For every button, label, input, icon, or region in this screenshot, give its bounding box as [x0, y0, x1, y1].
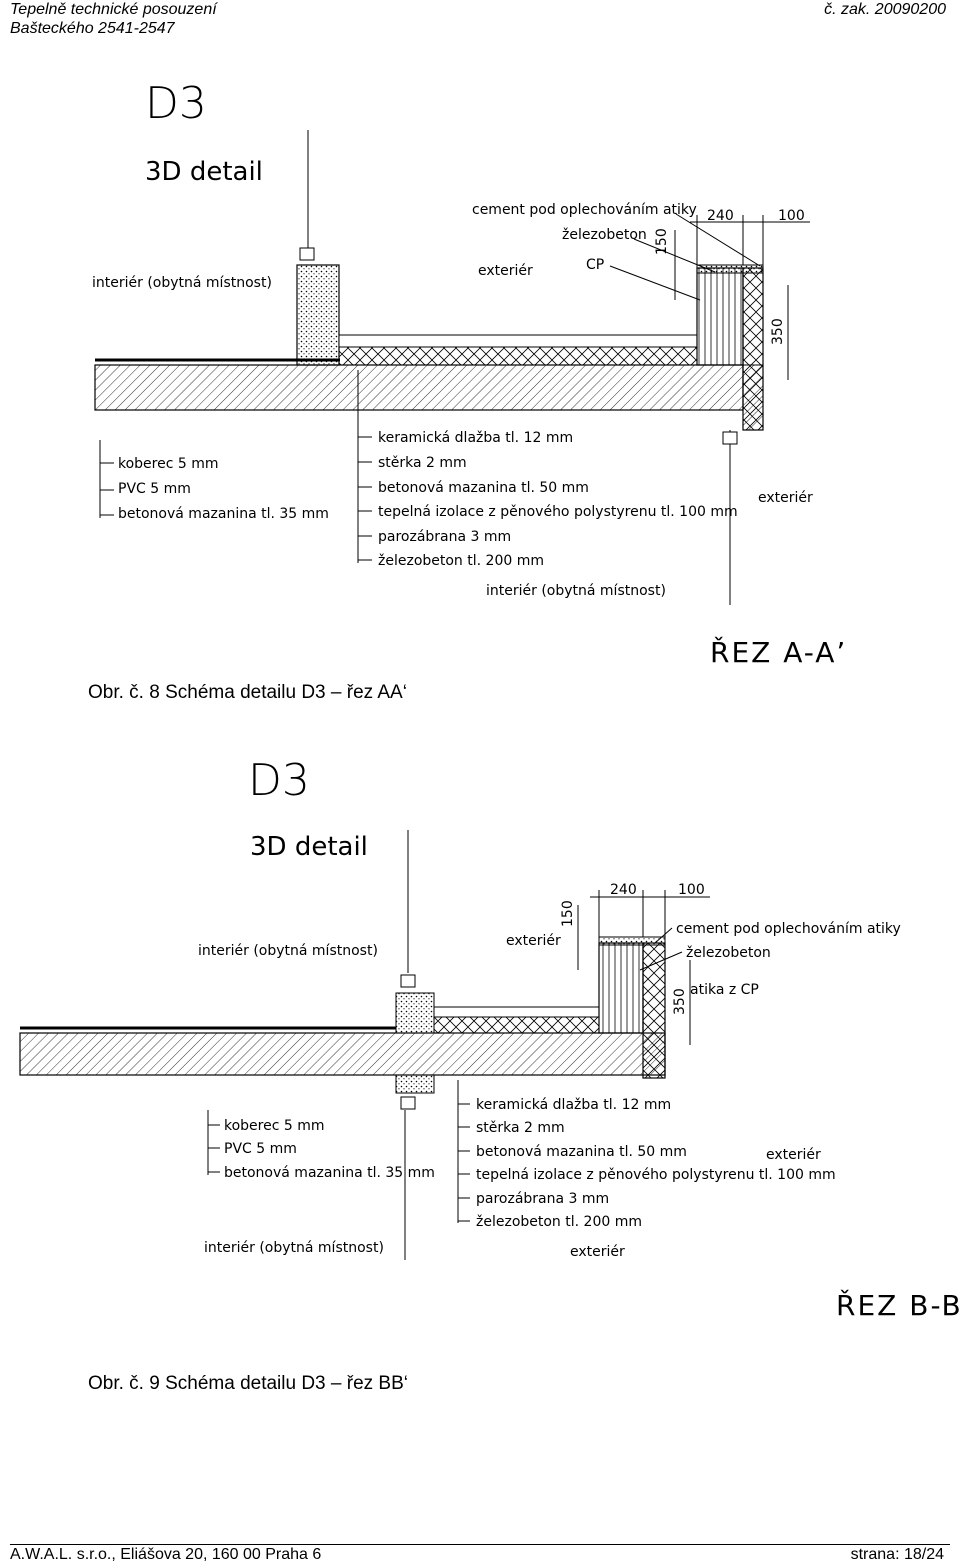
callout-cp: CP: [586, 257, 604, 273]
callout-atika: atika z CP: [690, 982, 759, 998]
dim-350: 350: [770, 318, 786, 345]
layer-screed: betonová mazanina tl. 50 mm: [476, 1144, 687, 1160]
exterior-label-right: exteriér: [766, 1147, 821, 1163]
layer-skim: stěrka 2 mm: [476, 1120, 565, 1136]
exterior-label-bottom: exteriér: [570, 1244, 625, 1260]
order-number: č. zak. 20090200: [824, 1, 946, 18]
dim-100: 100: [778, 208, 805, 224]
dim-150: 150: [560, 900, 576, 927]
detail-subtitle: 3D detail: [250, 832, 368, 862]
layer-vapour-barrier: parozábrana 3 mm: [476, 1191, 609, 1207]
page-number: strana: 18/24: [850, 1546, 944, 1563]
dim-240: 240: [707, 208, 734, 224]
figure-caption-9: Obr. č. 9 Schéma detailu D3 – řez BB‘: [88, 1373, 408, 1394]
interior-label-bottom: interiér (obytná místnost): [204, 1240, 384, 1256]
layer-vapour-barrier: parozábrana 3 mm: [378, 529, 511, 545]
layer-insulation: tepelná izolace z pěnového polystyrenu t…: [476, 1167, 836, 1183]
section-label: ŘEZ A-A’: [710, 635, 847, 669]
interior-label: interiér (obytná místnost): [92, 275, 272, 291]
page-header-left: Tepelně technické posouzení Bašteckého 2…: [10, 0, 217, 38]
layer-tiles: keramická dlažba tl. 12 mm: [476, 1097, 671, 1113]
interior-label-bottom: interiér (obytná místnost): [486, 583, 666, 599]
layer-left-carpet: koberec 5 mm: [118, 456, 219, 472]
layer-left-screed: betonová mazanina tl. 35 mm: [224, 1165, 435, 1181]
layer-left-screed: betonová mazanina tl. 35 mm: [118, 506, 329, 522]
document-title: Tepelně technické posouzení: [10, 1, 217, 18]
detail-d3-section-bb: D3 3D detail interiér (obytná místnost) …: [19, 755, 960, 1322]
layer-tiles: keramická dlažba tl. 12 mm: [378, 430, 573, 446]
detail-subtitle: 3D detail: [145, 157, 263, 187]
detail-code: D3: [248, 755, 310, 806]
company-address: A.W.A.L. s.r.o., Eliášova 20, 160 00 Pra…: [10, 1546, 322, 1563]
figure-caption-8: Obr. č. 8 Schéma detailu D3 – řez AA‘: [88, 682, 407, 703]
callout-concrete: železobeton: [562, 227, 647, 243]
detail-code: D3: [145, 78, 207, 129]
exterior-label: exteriér: [478, 263, 533, 279]
callout-cement: cement pod oplechováním atiky: [472, 202, 697, 218]
layer-reinforced-concrete: železobeton tl. 200 mm: [476, 1214, 642, 1230]
layer-skim: stěrka 2 mm: [378, 455, 467, 471]
layer-left-pvc: PVC 5 mm: [118, 481, 191, 497]
dim-150: 150: [654, 228, 670, 255]
section-label: ŘEZ B-B’: [836, 1288, 960, 1322]
exterior-label-right: exteriér: [758, 490, 813, 506]
dim-350: 350: [672, 988, 688, 1015]
layer-left-carpet: koberec 5 mm: [224, 1118, 325, 1134]
document-address: Bašteckého 2541-2547: [10, 20, 175, 37]
exterior-label: exteriér: [506, 933, 561, 949]
dim-100: 100: [678, 882, 705, 898]
layer-insulation: tepelná izolace z pěnového polystyrenu t…: [378, 504, 738, 520]
layer-left-pvc: PVC 5 mm: [224, 1141, 297, 1157]
page-footer: A.W.A.L. s.r.o., Eliášova 20, 160 00 Pra…: [10, 1544, 950, 1565]
layer-reinforced-concrete: železobeton tl. 200 mm: [378, 553, 544, 569]
callout-concrete: železobeton: [686, 945, 771, 961]
layer-screed: betonová mazanina tl. 50 mm: [378, 480, 589, 496]
dim-240: 240: [610, 882, 637, 898]
interior-label: interiér (obytná místnost): [198, 943, 378, 959]
callout-cement: cement pod oplechováním atiky: [676, 921, 901, 937]
detail-d3-section-aa: D3 3D detail interiér (obytná místnost) …: [92, 78, 847, 669]
